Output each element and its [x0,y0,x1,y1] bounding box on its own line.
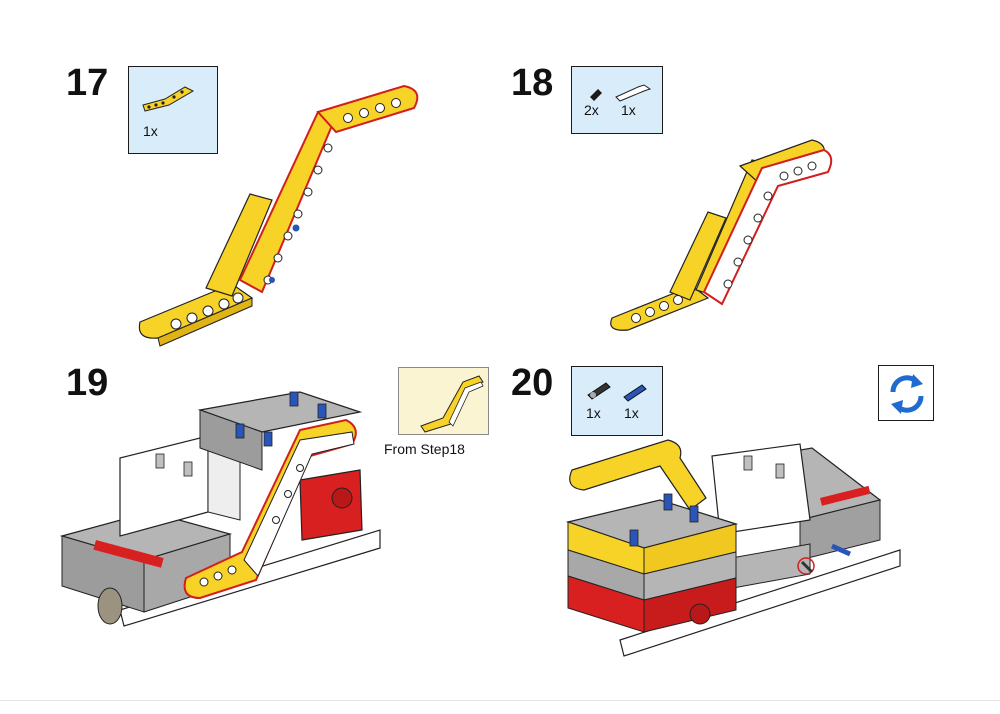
from-step-18-callout [398,367,489,435]
step-20-part-qty-2: 1x [624,405,639,421]
pin-blue-icon [623,384,647,402]
bent-beam-white-icon [615,84,652,102]
pin-black-icon [590,89,602,101]
bent-beam-callout-icon [420,375,484,433]
axle-pin-black-icon [587,382,611,400]
footer-divider [0,700,1000,701]
step-18-number: 18 [511,62,554,104]
step-20-parts-box: 1x 1x [571,366,663,436]
step-18-part-qty-2: 1x [621,102,636,118]
step-20-part-qty-1: 1x [586,405,601,421]
bent-beam-yellow-icon [142,86,195,112]
step-17-number: 17 [66,62,109,104]
from-step-18-label: From Step18 [384,441,465,457]
step-17-parts-box: 1x [128,66,218,154]
step-18-parts-box: 2x 1x [571,66,663,134]
step-18-part-qty-1: 2x [584,102,599,118]
step-17-part-qty: 1x [143,123,158,139]
rotate-view-button[interactable] [878,365,934,421]
rotate-view-icon [890,374,924,414]
step-20-number: 20 [511,362,554,404]
step-19-number: 19 [66,362,109,404]
